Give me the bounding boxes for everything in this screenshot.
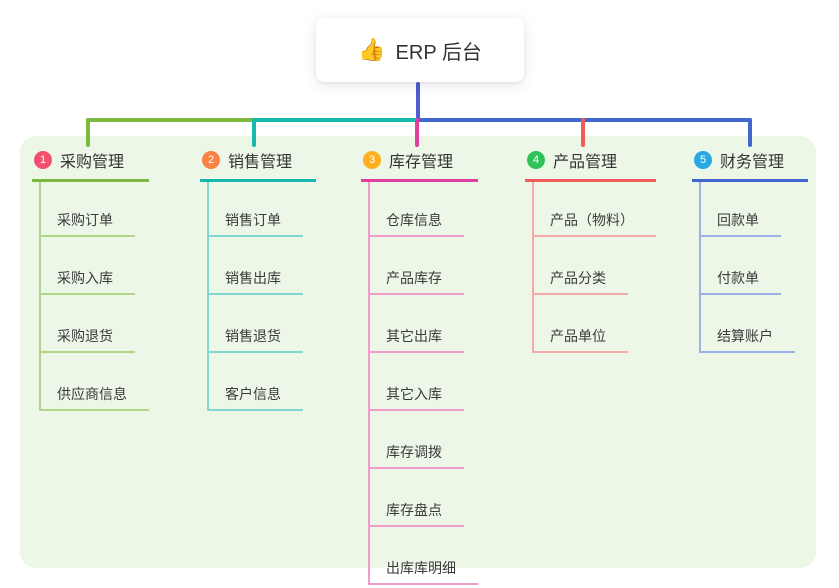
branch-sales-label: 销售管理 <box>228 154 293 171</box>
branch-finance-header[interactable]: 5 财务管理 <box>692 148 808 182</box>
branch-purchase-items: 采购订单 采购入库 采购退货 供应商信息 <box>39 182 149 411</box>
node-sales-order[interactable]: 销售订单 <box>209 182 303 237</box>
branch-product-items: 产品（物料） 产品分类 产品单位 <box>532 182 656 353</box>
branch-product: 4 产品管理 产品（物料） 产品分类 产品单位 <box>525 148 656 353</box>
node-stock-taking[interactable]: 库存盘点 <box>370 469 464 527</box>
connector-drop-4 <box>581 118 585 147</box>
branch-product-header[interactable]: 4 产品管理 <box>525 148 656 182</box>
node-outbound-detail[interactable]: 出库库明细 <box>370 527 478 585</box>
root-node[interactable]: 👍 ERP 后台 <box>316 18 524 82</box>
thumbs-up-icon: 👍 <box>358 37 386 62</box>
node-warehouse-info[interactable]: 仓库信息 <box>370 182 464 237</box>
node-other-inbound[interactable]: 其它入库 <box>370 353 464 411</box>
node-sales-outbound[interactable]: 销售出库 <box>209 237 303 295</box>
node-supplier-info[interactable]: 供应商信息 <box>41 353 149 411</box>
branch-product-label: 产品管理 <box>553 154 618 171</box>
connector-root-stem <box>416 82 420 120</box>
branch-purchase-header[interactable]: 1 采购管理 <box>32 148 149 182</box>
branch-sales-header[interactable]: 2 销售管理 <box>200 148 316 182</box>
node-stock-transfer[interactable]: 库存调拨 <box>370 411 464 469</box>
branch-purchase-label: 采购管理 <box>60 154 125 171</box>
node-product-stock[interactable]: 产品库存 <box>370 237 464 295</box>
badge-1: 1 <box>34 151 52 169</box>
node-product-category[interactable]: 产品分类 <box>534 237 628 295</box>
connector-bus-segment-2 <box>252 118 418 122</box>
branch-inventory-label: 库存管理 <box>389 154 454 171</box>
connector-drop-1 <box>86 118 90 147</box>
branch-sales: 2 销售管理 销售订单 销售出库 销售退货 客户信息 <box>200 148 316 411</box>
root-node-label: ERP 后台 <box>395 41 482 64</box>
branch-inventory-items: 仓库信息 产品库存 其它出库 其它入库 库存调拨 库存盘点 出库库明细 <box>368 182 478 585</box>
branch-inventory-header[interactable]: 3 库存管理 <box>361 148 478 182</box>
node-purchase-return[interactable]: 采购退货 <box>41 295 135 353</box>
badge-2: 2 <box>202 151 220 169</box>
node-settlement-account[interactable]: 结算账户 <box>701 295 795 353</box>
branch-inventory: 3 库存管理 仓库信息 产品库存 其它出库 其它入库 库存调拨 库存盘点 出库库… <box>361 148 478 585</box>
node-product-unit[interactable]: 产品单位 <box>534 295 628 353</box>
node-product-material[interactable]: 产品（物料） <box>534 182 656 237</box>
node-purchase-order[interactable]: 采购订单 <box>41 182 135 237</box>
branch-finance: 5 财务管理 回款单 付款单 结算账户 <box>692 148 808 353</box>
badge-4: 4 <box>527 151 545 169</box>
branch-finance-label: 财务管理 <box>720 154 785 171</box>
branch-sales-items: 销售订单 销售出库 销售退货 客户信息 <box>207 182 316 411</box>
node-sales-return[interactable]: 销售退货 <box>209 295 303 353</box>
branch-purchase: 1 采购管理 采购订单 采购入库 采购退货 供应商信息 <box>32 148 149 411</box>
connector-drop-2 <box>252 118 256 147</box>
connector-drop-5 <box>748 118 752 147</box>
node-customer-info[interactable]: 客户信息 <box>209 353 303 411</box>
node-purchase-inbound[interactable]: 采购入库 <box>41 237 135 295</box>
badge-5: 5 <box>694 151 712 169</box>
connector-bus-segment-1 <box>86 118 254 122</box>
connector-drop-3 <box>415 118 419 147</box>
node-receipt-doc[interactable]: 回款单 <box>701 182 781 237</box>
branch-finance-items: 回款单 付款单 结算账户 <box>699 182 808 353</box>
node-other-outbound[interactable]: 其它出库 <box>370 295 464 353</box>
badge-3: 3 <box>363 151 381 169</box>
node-payment-doc[interactable]: 付款单 <box>701 237 781 295</box>
